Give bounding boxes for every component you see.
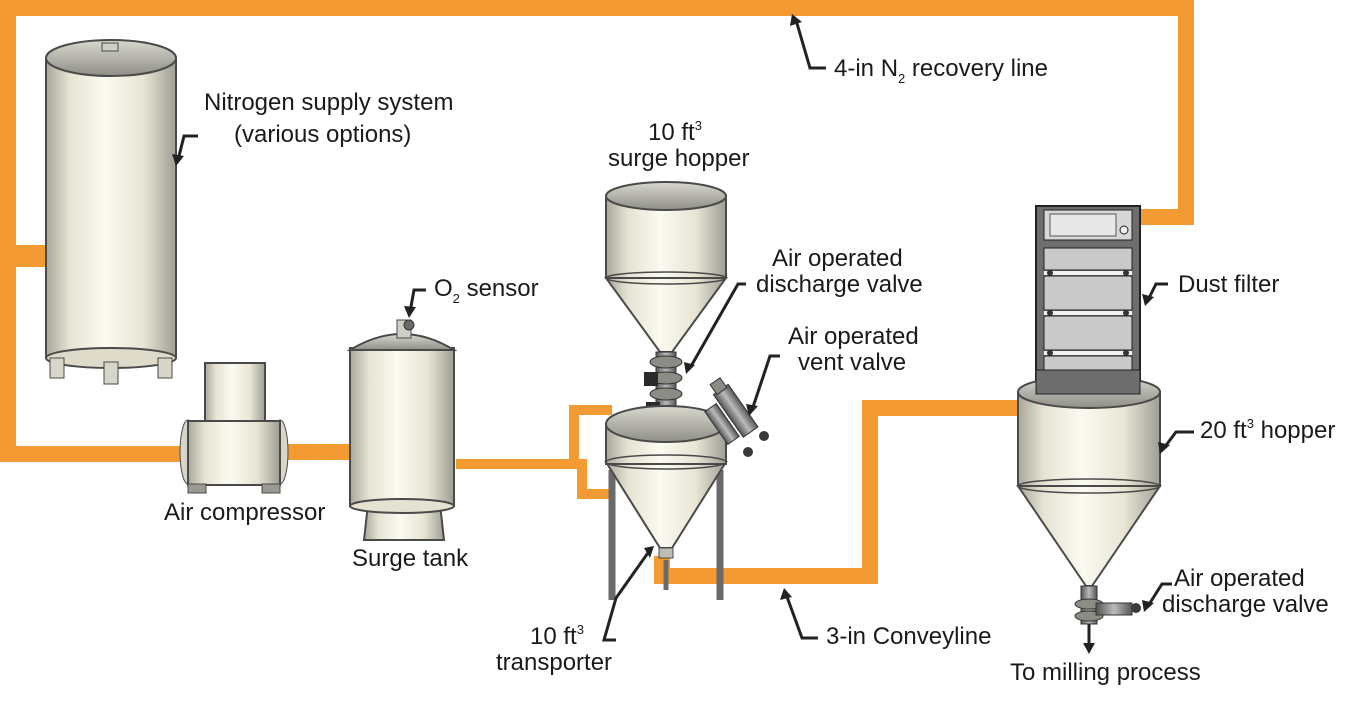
conveyline-pipe <box>654 400 1022 584</box>
nitrogen-supply-label: Nitrogen supply system <box>204 89 453 116</box>
valve-icon <box>644 351 683 414</box>
transporter-label: transporter <box>496 649 612 676</box>
surge-hopper-label: surge hopper <box>608 145 749 172</box>
transporter-icon <box>604 405 728 600</box>
discharge-valve-bottom-label: Air operated <box>1174 565 1305 592</box>
milling-arrow <box>1083 624 1095 654</box>
surge-to-transporter-branch <box>574 459 612 499</box>
leader-lines <box>176 19 1194 642</box>
nitrogen-supply-sublabel: (various options) <box>234 121 411 148</box>
conveyline-label: 3-in Conveyline <box>826 623 991 650</box>
hopper-20ft-icon <box>1016 369 1162 587</box>
surge-tank-icon <box>346 333 458 541</box>
vent-valve-label: Air operated <box>788 323 919 350</box>
surge-to-transporter-pipe <box>456 405 612 469</box>
dust-filter-label: Dust filter <box>1178 271 1279 298</box>
recovery-line-label: 4-in N2 recovery line <box>834 55 1048 86</box>
surge-hopper-icon <box>604 181 728 353</box>
nitrogen-recovery-line <box>0 0 1194 462</box>
surge-hopper-size-label: 10 ft3 <box>648 118 702 146</box>
valve-icon <box>1074 585 1141 625</box>
nitrogen-tank-icon <box>45 39 177 385</box>
pipes <box>0 0 1194 584</box>
vent-valve-icon <box>704 377 769 457</box>
hopper-20-label: 20 ft3 hopper <box>1200 416 1335 444</box>
leader-arrowheads <box>172 14 1170 612</box>
discharge-valve-bottom-sublabel: discharge valve <box>1162 591 1329 618</box>
air-compressor-label: Air compressor <box>164 499 325 526</box>
transporter-size-label: 10 ft3 <box>530 622 584 650</box>
air-compressor-icon <box>179 362 289 494</box>
discharge-valve-top-sublabel: discharge valve <box>756 271 923 298</box>
dust-filter-icon <box>1035 205 1141 397</box>
milling-label: To milling process <box>1010 659 1201 686</box>
o2-sensor-label: O2 sensor <box>434 275 539 306</box>
o2-sensor-icon <box>396 319 415 339</box>
discharge-valve-top-label: Air operated <box>772 245 903 272</box>
vent-valve-sublabel: vent valve <box>798 349 906 376</box>
surge-tank-label: Surge tank <box>352 545 469 572</box>
